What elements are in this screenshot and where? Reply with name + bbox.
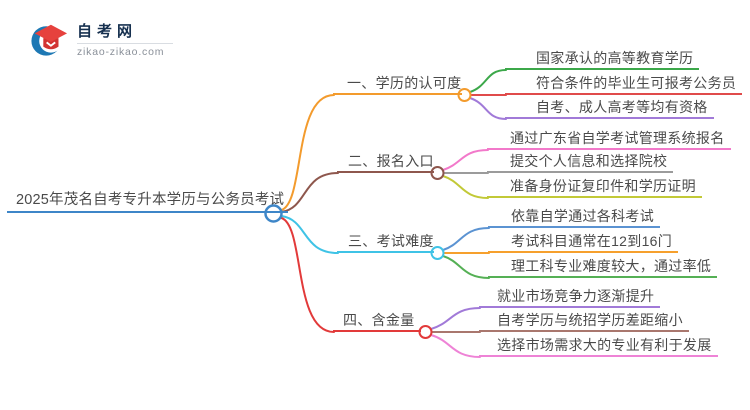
edge-b3-leaf-1 (442, 227, 490, 251)
site-name: 自考网 (77, 22, 138, 40)
edge-b2-leaf-3 (442, 175, 489, 199)
branch-2-topic[interactable]: 二、报名入口 (337, 152, 434, 173)
branch-3-leaf-1[interactable]: 依靠自学通过各科考试 (488, 207, 660, 228)
branch-4-leaf-2[interactable]: 自考学历与统招学历差距缩小 (479, 311, 689, 332)
branch-2-leaf-1[interactable]: 通过广东省自学考试管理系统报名 (487, 129, 731, 150)
branch-1-leaf-2[interactable]: 符合条件的毕业生可报考公务员 (505, 74, 743, 95)
edge-b1-leaf-3 (469, 97, 507, 120)
edge-b4-leaf-3 (430, 334, 481, 358)
logo-text: 自考网 zikao-zikao.com (77, 23, 173, 58)
branch-3-leaf-3[interactable]: 理工科专业难度较大，通过率低 (488, 257, 718, 278)
edge-root-branch-1 (280, 94, 335, 211)
site-domain: zikao-zikao.com (77, 45, 165, 58)
branch-3-leaf-2[interactable]: 考试科目通常在12到16门 (488, 232, 679, 253)
branch-3-topic[interactable]: 三、考试难度 (337, 232, 434, 253)
branch-4-leaf-3[interactable]: 选择市场需求大的专业有利于发展 (479, 336, 718, 357)
node-circle-branch-4 (418, 325, 433, 339)
edge-b4-leaf-1 (430, 307, 481, 330)
root-topic[interactable]: 2025年茂名自考专升本学历与公务员考试 (7, 189, 289, 213)
branch-2-leaf-3[interactable]: 准备身份证复印件和学历证明 (487, 177, 702, 198)
edge-root-branch-4 (280, 217, 335, 333)
branch-2-leaf-2[interactable]: 提交个人信息和选择院校 (487, 152, 674, 173)
logo[interactable]: 自考网 zikao-zikao.com (30, 20, 173, 60)
branch-1-leaf-3[interactable]: 自考、成人高考等均有资格 (505, 98, 714, 119)
edge-root-branch-3 (280, 215, 339, 254)
branch-1-leaf-1[interactable]: 国家承认的高等教育学历 (505, 49, 700, 70)
graduation-cap-icon (31, 24, 68, 56)
branch-4-leaf-1[interactable]: 就业市场竞争力逐渐提升 (479, 287, 661, 308)
edge-root-branch-2 (280, 172, 339, 213)
branch-4-topic[interactable]: 四、含金量 (333, 311, 421, 332)
logo-divider (77, 42, 173, 44)
edge-b2-leaf-1 (442, 149, 489, 171)
edge-b3-leaf-3 (442, 255, 490, 279)
edge-b1-leaf-1 (469, 69, 507, 93)
branch-1-topic[interactable]: 一、学历的认可度 (333, 74, 463, 95)
